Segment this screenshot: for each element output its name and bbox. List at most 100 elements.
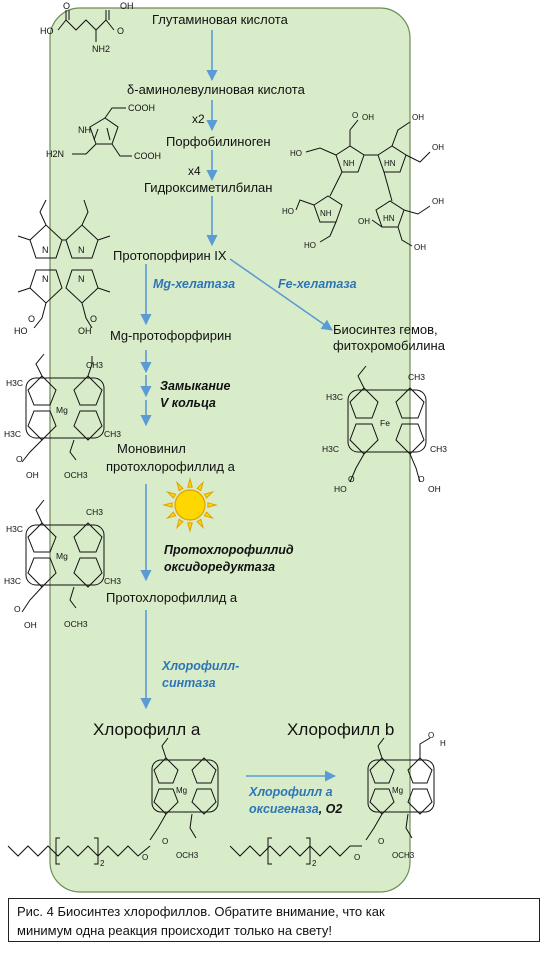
pc-h3c-1: H3C bbox=[6, 524, 23, 534]
pp-n1: N bbox=[42, 245, 49, 255]
mv-h3c-2: H3C bbox=[4, 429, 21, 439]
pbg-cooh2: COOH bbox=[134, 151, 161, 161]
sun-ray bbox=[203, 511, 215, 519]
chla-och3: OCH3 bbox=[176, 851, 199, 860]
label-glutamate: Глутаминовая кислота bbox=[152, 12, 288, 27]
hmb-ho1: HO bbox=[290, 149, 302, 158]
pathway-arrows bbox=[140, 30, 337, 782]
pbg-structure bbox=[72, 107, 132, 157]
label-hmb: Гидроксиметилбилан bbox=[144, 180, 273, 195]
chlb-mg: Mg bbox=[392, 786, 403, 795]
sun-ray bbox=[203, 491, 215, 499]
heme-oh: OH bbox=[428, 484, 441, 494]
enzyme-cao-2: оксигеназа, O2 bbox=[249, 801, 342, 818]
tail-o-a: O bbox=[142, 853, 148, 862]
caption-line-1: Рис. 4 Биосинтез хлорофиллов. Обратите в… bbox=[17, 904, 385, 919]
glu-oh: OH bbox=[120, 1, 134, 11]
chlb-o2: O bbox=[378, 837, 384, 846]
hmb-hn2: HN bbox=[383, 214, 395, 223]
enzyme-cao-2-text: оксигеназа bbox=[249, 802, 319, 816]
mv-h3c-1: H3C bbox=[6, 378, 23, 388]
enzyme-por-2: оксидоредуктаза bbox=[164, 560, 276, 574]
sun-ray bbox=[187, 522, 193, 533]
pp-n4: N bbox=[78, 274, 85, 284]
hmb-oh6: OH bbox=[414, 243, 426, 252]
mv-ch3-1: CH3 bbox=[86, 360, 103, 370]
sun-ray bbox=[165, 491, 177, 499]
sun-ray bbox=[165, 511, 177, 519]
enzyme-chl-synthase-2: синтаза bbox=[162, 676, 216, 690]
heme-h3c-1: H3C bbox=[326, 392, 343, 402]
chlb-h: H bbox=[440, 739, 446, 748]
chlb-o1: O bbox=[428, 731, 434, 740]
pbg-cooh1: COOH bbox=[128, 103, 155, 113]
pp-ho: HO bbox=[14, 326, 28, 336]
pp-o1: O bbox=[28, 314, 35, 324]
heme-structure bbox=[347, 365, 427, 483]
glutamate-structure bbox=[57, 10, 115, 42]
enzyme-cao-o2: , O2 bbox=[318, 802, 343, 816]
chla-structure bbox=[149, 737, 219, 841]
tail-sub-a: 2 bbox=[100, 859, 105, 868]
label-ala: δ-аминолевулиновая кислота bbox=[127, 82, 305, 97]
pc-h3c-2: H3C bbox=[4, 576, 21, 586]
mv-pchlide-structure bbox=[21, 353, 105, 463]
label-hemes-1: Биосинтез гемов, bbox=[333, 322, 438, 337]
hmb-nh1: NH bbox=[343, 159, 355, 168]
pp-o2: O bbox=[90, 314, 97, 324]
mv-mg: Mg bbox=[56, 405, 68, 415]
sun-ray bbox=[176, 518, 184, 530]
hmb-nh2: NH bbox=[320, 209, 332, 218]
green-panel bbox=[49, 7, 411, 893]
label-mvpchlide-2: протохлорофиллид a bbox=[106, 459, 235, 474]
pc-mg: Mg bbox=[56, 551, 68, 561]
pc-och3: OCH3 bbox=[64, 619, 88, 629]
heme-ch3-1: CH3 bbox=[408, 372, 425, 382]
hmb-structure bbox=[295, 119, 431, 247]
enzyme-fe-chelatase: Fe-хелатаза bbox=[278, 277, 357, 291]
hmb-ho3: HO bbox=[304, 241, 316, 250]
mv-o: O bbox=[16, 454, 23, 464]
heme-h3c-2: H3C bbox=[322, 444, 339, 454]
enzyme-ring-closure-1: Замыкание bbox=[160, 379, 231, 393]
pp-oh: OH bbox=[78, 326, 92, 336]
pc-oh: OH bbox=[24, 620, 37, 630]
figure-caption: Рис. 4 Биосинтез хлорофиллов. Обратите в… bbox=[8, 898, 540, 942]
pp-n3: N bbox=[42, 274, 49, 284]
label-chlb: Хлорофилл b bbox=[287, 720, 395, 739]
label-mvpchlide-1: Моновинил bbox=[117, 441, 186, 456]
sun-ray bbox=[207, 502, 218, 508]
heme-o2: O bbox=[418, 474, 425, 484]
hmb-oh4: OH bbox=[432, 197, 444, 206]
label-pchlide: Протохлорофиллид a bbox=[106, 590, 238, 605]
mv-och3: OCH3 bbox=[64, 470, 88, 480]
sun-ray bbox=[196, 518, 204, 530]
hmb-oh5: OH bbox=[358, 217, 370, 226]
pchlide-structure bbox=[21, 499, 105, 613]
arrow-fe bbox=[229, 258, 333, 331]
sun-ray bbox=[176, 480, 184, 492]
label-hemes-2: фитохромобилина bbox=[333, 338, 445, 353]
pbg-h2n: H2N bbox=[46, 149, 64, 159]
chla-mg: Mg bbox=[176, 786, 187, 795]
enzyme-por-1: Протохлорофиллид bbox=[164, 543, 294, 557]
pc-ch3-1: CH3 bbox=[86, 507, 103, 517]
hmb-ho2: HO bbox=[282, 207, 294, 216]
label-chla: Хлорофилл a bbox=[93, 720, 201, 739]
mv-ch3-2: CH3 bbox=[104, 429, 121, 439]
enzyme-cao-1: Хлорофилл a bbox=[249, 785, 333, 799]
enzyme-chl-synthase-1: Хлорофилл- bbox=[162, 659, 240, 673]
sun-ray bbox=[196, 480, 204, 492]
pp-n2: N bbox=[78, 245, 85, 255]
label-pbg: Порфобилиноген bbox=[166, 134, 271, 149]
hmb-oh1: OH bbox=[362, 113, 374, 122]
enzyme-ring-closure-2: V кольца bbox=[160, 396, 216, 410]
label-x4: x4 bbox=[188, 164, 201, 178]
heme-ch3-2: CH3 bbox=[430, 444, 447, 454]
pc-o: O bbox=[14, 604, 21, 614]
label-proto: Протопорфирин IX bbox=[113, 248, 227, 263]
hmb-o1: O bbox=[352, 111, 358, 120]
sun-ray bbox=[162, 502, 173, 508]
